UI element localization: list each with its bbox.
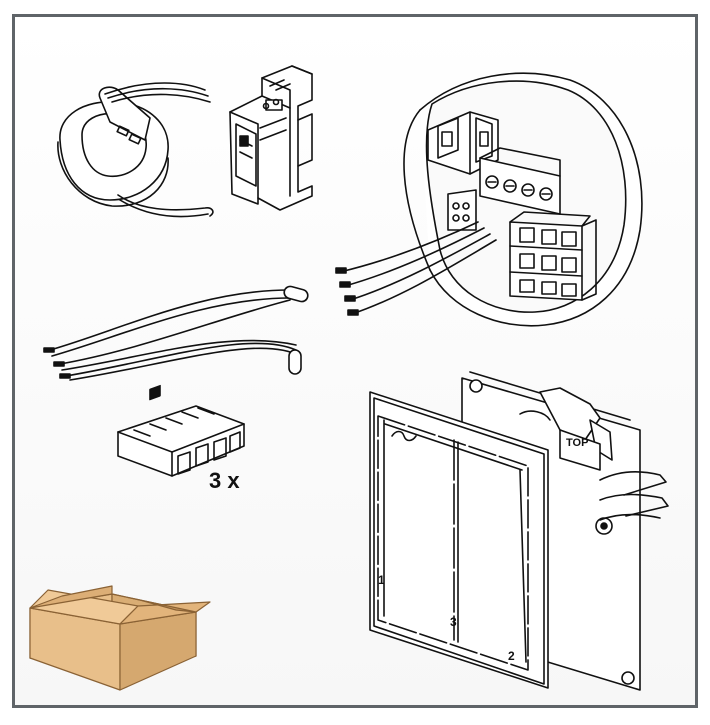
current-sensor-coil	[57, 82, 214, 218]
temperature-sensor-leads	[43, 285, 309, 381]
rocker-2-label: 2	[508, 649, 515, 663]
top-marking: TOP	[566, 437, 588, 449]
cardboard-box-icon	[29, 585, 211, 691]
connector-quantity-label: 3 x	[209, 468, 240, 493]
rocker-3-label: 3	[450, 615, 457, 629]
round-junction-box	[335, 72, 643, 327]
din-rail-module	[229, 65, 313, 211]
rocker-1-label: 1	[378, 573, 385, 587]
rocker-switch-assembly: TOP 1 3 2	[369, 371, 669, 691]
push-in-connector	[117, 384, 245, 477]
